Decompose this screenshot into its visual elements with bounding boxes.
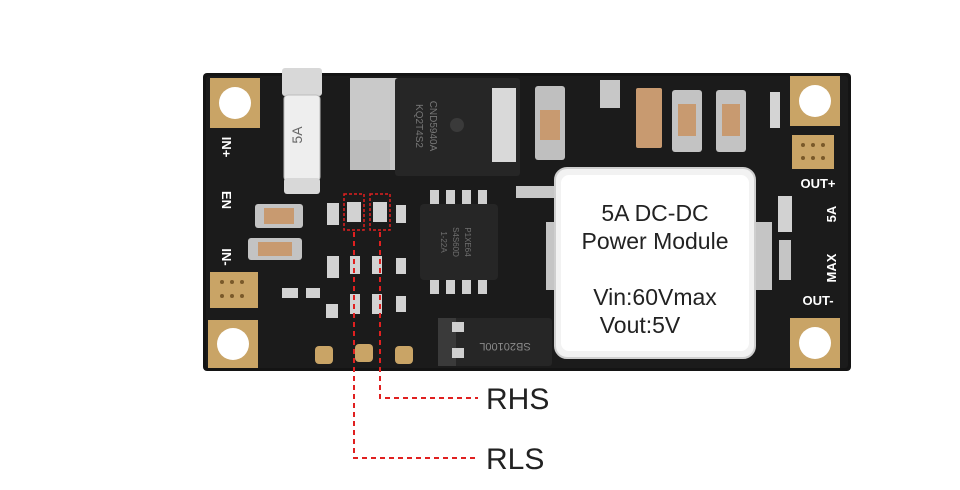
schottky-diode: SB20100L — [438, 318, 552, 366]
inductor-label-line4: Vout:5V — [600, 312, 681, 338]
diode-marking: SB20100L — [479, 340, 530, 352]
mounting-hole-top-right — [790, 76, 840, 126]
silk-in-minus: IN- — [219, 248, 234, 265]
rhs-leader-line — [379, 232, 478, 399]
silk-current: 5A — [824, 205, 839, 222]
silk-out-plus: OUT+ — [800, 176, 835, 191]
ic-marking-2: 1-22A — [439, 231, 448, 253]
mosfet: CND5940A KQ2T4S2 — [350, 78, 520, 176]
fuse-marking: 5A — [289, 126, 305, 144]
mounting-hole-bottom-left — [208, 320, 258, 368]
silk-out-minus: OUT- — [802, 293, 833, 308]
silk-en: EN — [219, 191, 234, 209]
mounting-hole-top-left — [210, 78, 260, 128]
silk-max: MAX — [824, 253, 839, 282]
ic-marking-1: S4S60D — [451, 227, 460, 257]
mounting-hole-bottom-right — [790, 318, 840, 368]
rhs-highlight — [369, 193, 391, 231]
capacitor — [600, 80, 620, 108]
rls-leader-line — [353, 232, 478, 459]
callout-rls: RLS — [486, 443, 544, 476]
output-pad — [792, 135, 834, 169]
silk-in-plus: IN+ — [219, 137, 234, 158]
mosfet-marking-2: KQ2T4S2 — [413, 104, 424, 148]
solder-pad — [315, 346, 333, 364]
inductor-label-line1: 5A DC-DC — [601, 200, 708, 226]
mosfet-marking-1: CND5940A — [427, 101, 438, 152]
ic-marking-3: P1XE64 — [463, 227, 472, 257]
fuse: 5A — [282, 68, 322, 194]
rls-highlight — [343, 193, 365, 231]
inductor-label-line3: Vin:60Vmax — [593, 284, 717, 310]
controller-ic: S4S60D 1-22A P1XE64 — [420, 190, 498, 294]
inductor-module: 5A DC-DC Power Module Vin:60Vmax Vout:5V — [546, 167, 772, 359]
input-pad — [210, 272, 258, 308]
capacitor — [636, 88, 662, 148]
callout-rhs: RHS — [486, 383, 549, 416]
solder-pad — [355, 344, 373, 362]
inductor-label-line2: Power Module — [581, 228, 728, 254]
solder-pad — [395, 346, 413, 364]
